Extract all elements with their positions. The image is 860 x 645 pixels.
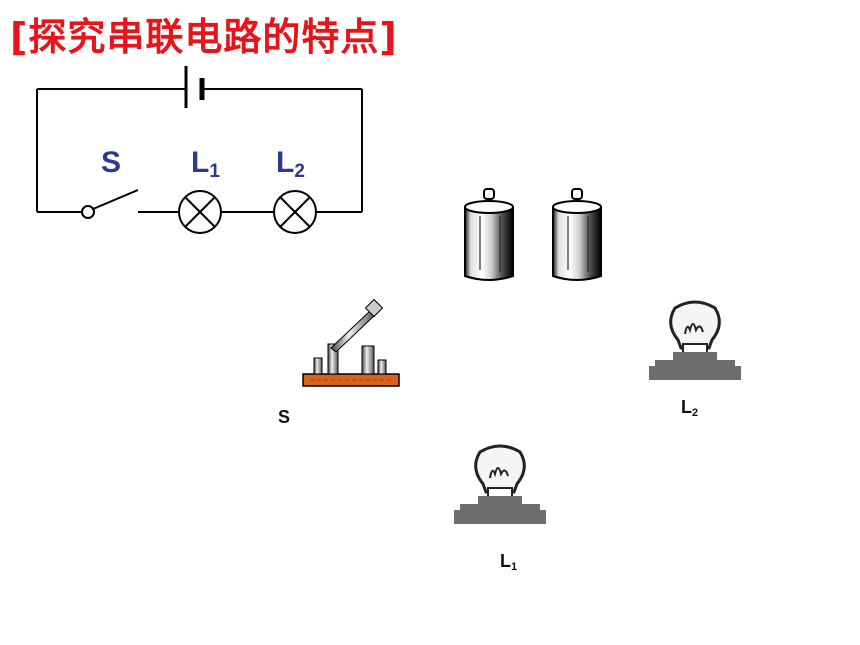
schematic-switch-label: S [101,146,122,179]
switch-label: S [278,407,291,427]
knife-switch [302,298,400,387]
battery-right [552,188,602,281]
lamp1-symbol [178,190,222,234]
battery-left [464,188,514,281]
lamp1-label: L1 [500,551,518,573]
lamp2-symbol [273,190,317,234]
battery-symbol [184,66,205,108]
lamp2-label: L2 [681,397,699,419]
page-title: [探究串联电路的特点] [10,15,398,59]
schematic-lamp2-label: L2 [276,146,305,183]
schematic-lamp1-label: L1 [191,146,220,183]
lamp2-holder [649,300,741,380]
lamp1-holder [454,444,546,524]
switch-symbol [81,189,139,219]
